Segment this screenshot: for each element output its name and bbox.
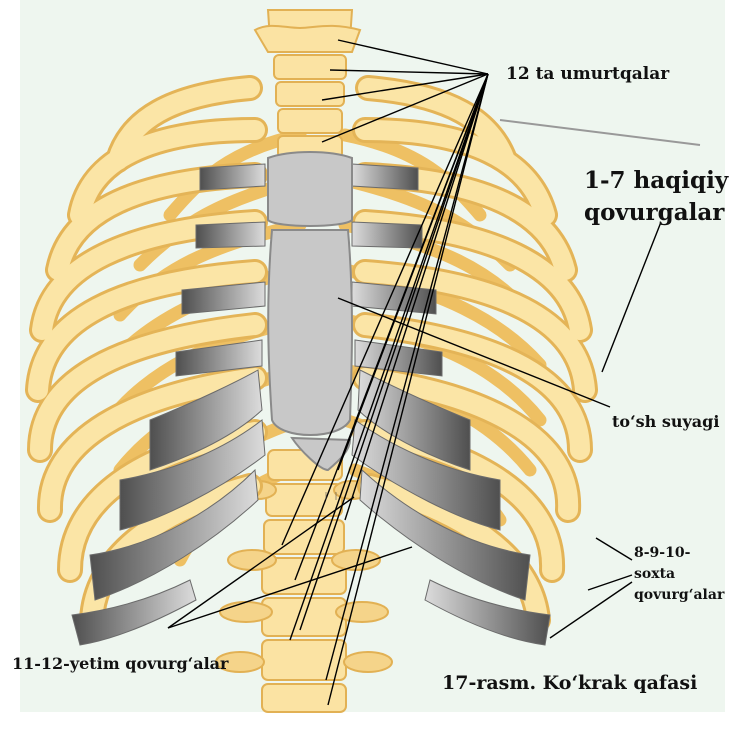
- label-floating-ribs: 11-12-yetim qovurg‘alar: [12, 654, 228, 673]
- sternum: [268, 152, 352, 470]
- figure-caption: 17-rasm. Ko‘krak qafasi: [442, 672, 697, 694]
- label-false-ribs-line2: soxta: [634, 564, 724, 585]
- label-true-ribs: 1-7 haqiqiy qovurgalar: [584, 165, 728, 229]
- label-sternum: to‘sh suyagi: [612, 412, 719, 431]
- label-vertebrae: 12 ta umurtqalar: [506, 64, 669, 84]
- label-false-ribs-line1: 8-9-10-: [634, 543, 724, 564]
- label-false-ribs-line3: qovurg‘alar: [634, 585, 724, 606]
- label-true-ribs-line1: 1-7 haqiqiy: [584, 165, 728, 197]
- label-false-ribs: 8-9-10- soxta qovurg‘alar: [634, 543, 724, 606]
- label-true-ribs-line2: qovurgalar: [584, 197, 728, 229]
